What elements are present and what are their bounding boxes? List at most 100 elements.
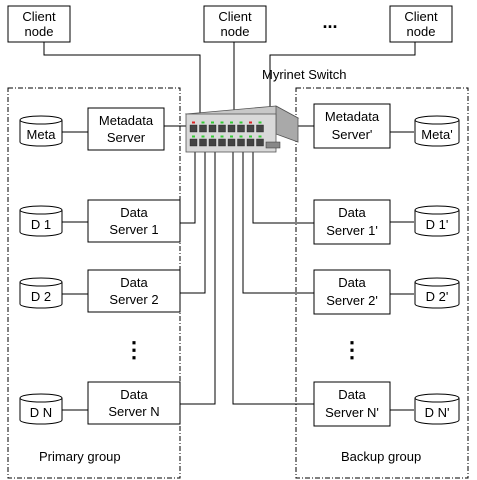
switch-port (237, 138, 245, 147)
data-server: Data Server 2' (313, 269, 391, 315)
primary-group-label: Primary group (39, 449, 121, 464)
data-server: Data Server 2 (87, 269, 181, 313)
client-node-line2: node (407, 24, 436, 39)
switch-led (230, 135, 233, 138)
metadata-server-line1: Metadata (99, 113, 154, 128)
switch-port (208, 124, 217, 133)
switch-side-face (275, 105, 299, 143)
switch-port (218, 138, 226, 147)
meta-disk-label: Meta (27, 127, 57, 142)
switch-led (220, 121, 224, 124)
switch-led (249, 135, 252, 138)
data-disk-icon: D N' (414, 393, 460, 425)
switch-led (220, 135, 224, 138)
metadata-server-line2: Server (107, 130, 146, 145)
switch-port (199, 124, 207, 133)
client-node: Client node (389, 5, 453, 43)
data-server-line2: Server 1 (109, 222, 158, 237)
link-dataNb-switch (232, 150, 314, 405)
data-server-line2: Server N (108, 404, 159, 419)
client-node-line1: Client (218, 9, 252, 24)
switch-led (192, 121, 195, 124)
link-data2b-switch (242, 150, 314, 294)
switch-led (201, 135, 205, 138)
metadata-server: Metadata Server (87, 107, 165, 151)
switch-led (239, 121, 243, 124)
data-server: Data Server 1' (313, 199, 391, 245)
data-disk-label: D N (30, 405, 52, 420)
switch-port (199, 138, 207, 147)
link-dataN-switch (180, 150, 216, 405)
data-disk-icon: D 1' (414, 205, 460, 237)
switch-led (201, 121, 205, 124)
data-disk-label: D 2 (31, 289, 51, 304)
switch-port (189, 138, 198, 147)
switch-port (227, 138, 236, 147)
meta-disk-icon: Meta' (414, 115, 460, 147)
backup-group: Metadata Server' Meta' Data Server 1' D … (313, 103, 460, 464)
client-node: Client node (7, 5, 71, 43)
switch-ports (189, 121, 264, 147)
data-server-line1: Data (338, 275, 366, 290)
data-server-line2: Server 1' (326, 223, 378, 238)
link-data1b-switch (252, 150, 314, 224)
data-server-line2: Server 2 (109, 292, 158, 307)
client-node: Client node (203, 5, 267, 43)
data-server: Data Server 1 (87, 199, 181, 243)
metadata-server-line2: Server' (332, 127, 373, 142)
client-ellipsis: ... (322, 12, 337, 32)
client-node-line1: Client (404, 9, 438, 24)
client-node-line2: node (25, 24, 54, 39)
backup-group-boundary (295, 87, 469, 479)
switch-front-face (185, 113, 277, 153)
data-disk-icon: D 2 (19, 277, 63, 309)
client-node-line1: Client (22, 9, 56, 24)
switch-port (256, 138, 264, 147)
vertical-ellipsis: ⋮ (123, 337, 145, 362)
data-server-line1: Data (338, 205, 366, 220)
link-data2-switch (180, 150, 206, 294)
meta-disk-label: Meta' (421, 127, 452, 142)
switch-led (258, 121, 262, 124)
data-server-line1: Data (120, 275, 148, 290)
data-server: Data Server N (87, 381, 181, 425)
metadata-server-line1: Metadata (325, 109, 380, 124)
switch-port (227, 124, 236, 133)
switch-port (246, 138, 255, 147)
primary-group: Meta Metadata Server D 1 Data Server 1 (19, 107, 181, 464)
data-server-line1: Data (338, 387, 366, 402)
data-server-line2: Server N' (325, 405, 379, 420)
backup-group-label: Backup group (341, 449, 421, 464)
switch-led (249, 121, 252, 124)
switch-led (211, 121, 214, 124)
data-disk-label: D N' (425, 405, 450, 420)
meta-disk-icon: Meta (19, 115, 63, 147)
client-node-line2: node (221, 24, 250, 39)
data-disk-label: D 1' (426, 217, 449, 232)
data-disk-icon: D N (19, 393, 63, 425)
switch-port (237, 124, 245, 133)
link-client3-switch (269, 42, 416, 110)
metadata-server: Metadata Server' (313, 103, 391, 149)
switch-port (189, 124, 198, 133)
switch-console-port (265, 141, 281, 149)
switch-led (239, 135, 243, 138)
switch-led (211, 135, 214, 138)
switch-led (258, 135, 262, 138)
switch-port (208, 138, 217, 147)
switch-label: Myrinet Switch (262, 67, 347, 82)
data-server-line1: Data (120, 205, 148, 220)
myrinet-switch-icon (184, 105, 300, 153)
switch-port (218, 124, 226, 133)
data-server: Data Server N' (313, 381, 391, 427)
switch-port (246, 124, 255, 133)
switch-led (192, 135, 195, 138)
link-client1-switch (43, 42, 201, 120)
data-disk-label: D 2' (426, 289, 449, 304)
data-server-line1: Data (120, 387, 148, 402)
switch-port (256, 124, 264, 133)
link-data1-switch (180, 150, 196, 224)
switch-led (230, 121, 233, 124)
data-disk-label: D 1 (31, 217, 51, 232)
